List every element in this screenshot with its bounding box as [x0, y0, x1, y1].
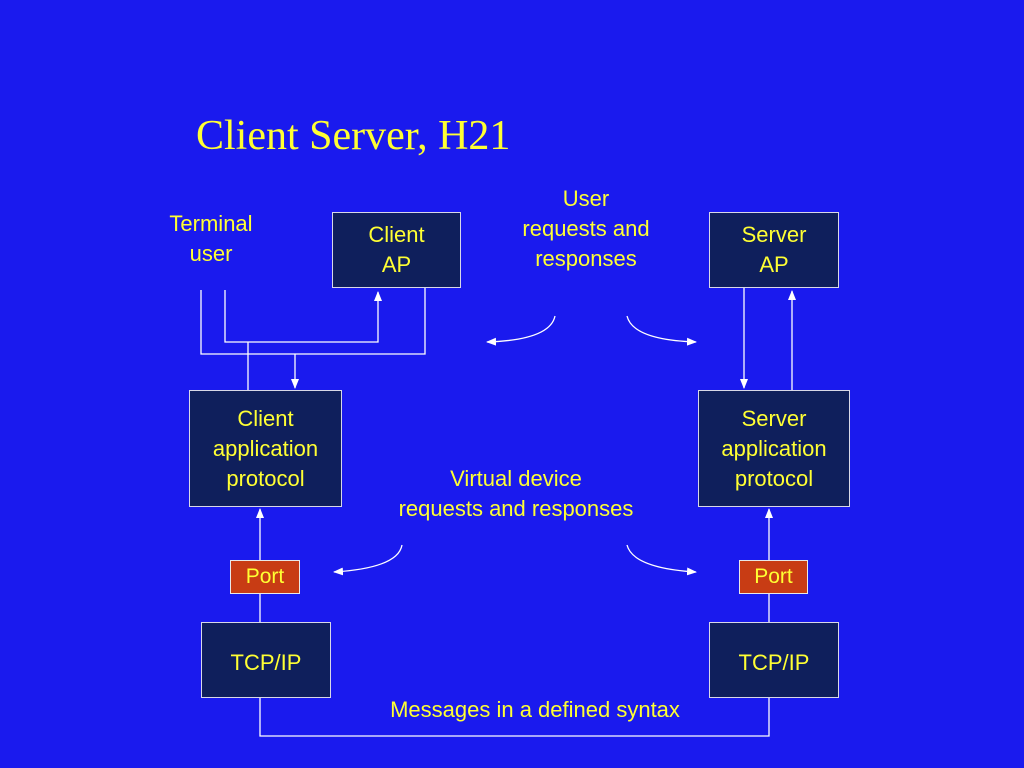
server-ap-box: Server AP	[709, 212, 839, 288]
client-tcpip-box: TCP/IP	[201, 622, 331, 698]
server-protocol-text: Server application protocol	[721, 405, 827, 491]
server-protocol-box: Server application protocol	[698, 390, 850, 507]
messages-label: Messages in a defined syntax	[390, 697, 680, 722]
client-ap-to-terminal-loop-line	[200, 288, 426, 355]
user-requests-right-arrow	[626, 315, 697, 346]
virtual-device-left-arrow	[333, 544, 403, 576]
client-protocol-box: Client application protocol	[189, 390, 342, 507]
terminal-to-client-ap-line	[224, 290, 382, 343]
server-port-box: Port	[739, 560, 808, 594]
client-port-box: Port	[230, 560, 300, 594]
client-protocol-text: Client application protocol	[212, 405, 319, 491]
server-tcpip-box: TCP/IP	[709, 622, 839, 698]
client-ap-box: Client AP	[332, 212, 461, 288]
server-port-text: Port	[754, 565, 793, 588]
server-tcpip-text: TCP/IP	[738, 650, 810, 675]
virtual-device-label: Virtual device requests and responses	[398, 466, 634, 521]
user-requests-label: User requests and responses	[522, 186, 650, 271]
virtual-device-right-arrow	[626, 544, 697, 576]
client-tcpip-text: TCP/IP	[230, 650, 302, 675]
server-ap-text: Server AP	[741, 222, 807, 277]
slide-title: Client Server, H21	[196, 113, 511, 159]
client-ap-text: Client AP	[368, 222, 425, 277]
user-requests-left-arrow	[486, 315, 556, 346]
terminal-user-label: Terminal user	[169, 211, 253, 266]
client-port-text: Port	[245, 565, 285, 588]
